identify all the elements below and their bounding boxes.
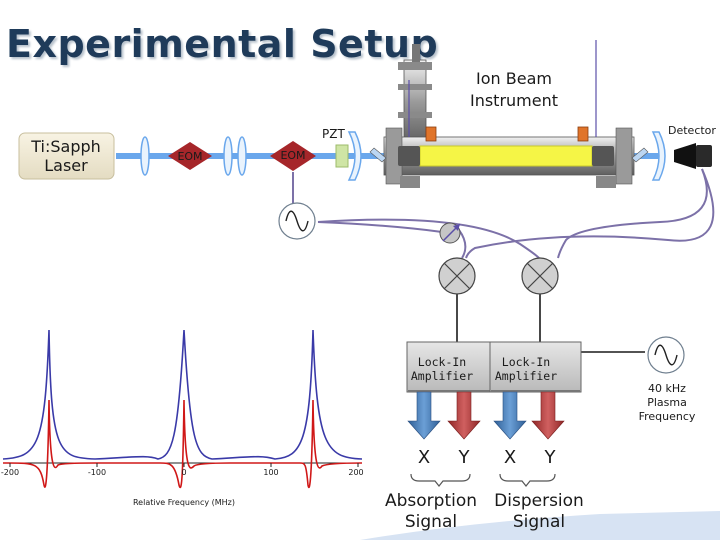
lockin-right-line1: Lock-In (502, 355, 550, 369)
bracket-dispersion (499, 473, 556, 487)
instrument-label-line2: Instrument (470, 91, 558, 110)
detector-label: Detector (668, 124, 716, 137)
detector: Detector (668, 124, 716, 169)
inset-tick-label: -100 (88, 468, 106, 477)
lock-in-amplifier-right: Lock-In Amplifier (489, 341, 582, 393)
arrow-y-left (447, 391, 481, 440)
eom-1-label: EOM (177, 150, 202, 163)
ion-beam-chamber (369, 40, 649, 188)
plasma-label-line3: Frequency (639, 410, 696, 423)
dispersion-label-line2: Signal (513, 512, 565, 532)
absorption-curve (2, 329, 363, 460)
lockin-left-line2: Amplifier (411, 369, 473, 383)
x-label-left: X (418, 447, 430, 468)
laser-label-line1: Ti:Sapph (30, 137, 101, 156)
absorption-label-line1: Absorption (385, 491, 477, 511)
inset-ticks (9, 463, 359, 467)
lockin-left-line1: Lock-In (418, 355, 466, 369)
dispersion-label-line1: Dispersion (494, 491, 584, 511)
absorption-label-line2: Signal (405, 512, 457, 532)
bracket-absorption (410, 473, 471, 487)
oscillator (278, 202, 316, 240)
signal-cables (292, 168, 715, 259)
y-label-left: Y (458, 447, 471, 468)
plasma-oscillator: 40 kHz Plasma Frequency (639, 336, 696, 423)
lockin-right-line2: Amplifier (495, 369, 557, 383)
inset-tick-label: 100 (263, 468, 278, 477)
lock-in-amplifier-left: Lock-In Amplifier (406, 341, 499, 393)
inset-tick-label: 200 (348, 468, 363, 477)
corner-swoosh (360, 511, 720, 540)
page-title: Experimental Setup (6, 22, 439, 66)
lens-1 (140, 136, 150, 176)
phase-shifter (439, 222, 461, 244)
pzt-label: PZT (322, 127, 345, 141)
black-cables (456, 294, 645, 353)
arrow-y-right (531, 391, 565, 440)
pzt-mirror: PZT (322, 127, 362, 181)
instrument-label-line1: Ion Beam (476, 69, 552, 88)
dispersion-curve (2, 399, 363, 489)
x-label-right: X (504, 447, 516, 468)
lens-2 (223, 136, 233, 176)
y-label-right: Y (544, 447, 557, 468)
eom-2: EOM (270, 141, 316, 171)
eom-1: EOM (168, 142, 212, 170)
plasma-label-line1: 40 kHz (648, 382, 686, 395)
eom-2-label: EOM (280, 149, 305, 162)
laser-label-line2: Laser (44, 156, 88, 175)
mixer-right (521, 257, 559, 295)
inset-tick-label: 0 (181, 468, 186, 477)
sine-wave-icon (285, 210, 309, 232)
sine-wave-icon (654, 344, 678, 366)
mixer-left (438, 257, 476, 295)
plasma-label-line2: Plasma (647, 396, 687, 409)
inset-tick-label: -200 (1, 468, 19, 477)
end-mirror (651, 131, 666, 181)
inset-xlabel: Relative Frequency (MHz) (133, 498, 235, 507)
lens-3 (237, 136, 247, 176)
ti-sapph-laser: Ti:Sapph Laser (18, 132, 115, 180)
spectrum-inset: -200 -100 0 100 200 Relative Frequency (… (1, 329, 364, 507)
arrow-x-right (493, 391, 527, 440)
arrow-x-left (407, 391, 441, 440)
